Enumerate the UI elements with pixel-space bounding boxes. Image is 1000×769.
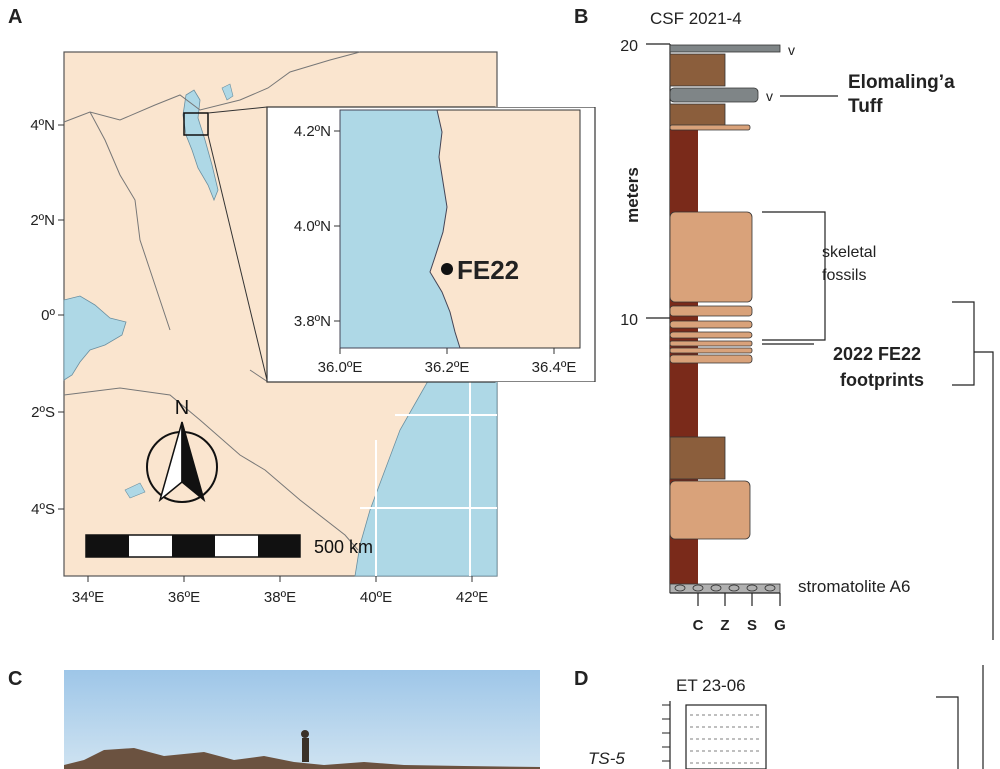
inset-leader-line: [207, 106, 268, 114]
inset-lat-label: 3.8ºN: [294, 313, 331, 330]
scale-bar: 500 km: [85, 534, 373, 558]
section-d-title: ET 23-06: [676, 676, 746, 695]
sandstone-bed: [669, 320, 753, 329]
panel-label-c: C: [8, 668, 23, 690]
inset-lat-label: 4.2ºN: [294, 123, 331, 140]
lake-victoria: [63, 295, 127, 381]
country-borders: [63, 51, 361, 551]
section-d-bracket: [936, 696, 959, 769]
person-figure: [302, 738, 309, 762]
sandstone-bed: [669, 340, 753, 347]
lake-small: [221, 83, 234, 101]
ocean-grid: [360, 345, 497, 576]
inset-lat-labels: 4.2ºN 4.0ºN 3.8ºN: [294, 123, 331, 330]
lat-labels: 4ºN 2ºN 0º 2ºS 4ºS: [30, 117, 55, 518]
lat-label: 4ºS: [31, 501, 55, 518]
grain-label: G: [774, 617, 786, 634]
siltstone-bed: [669, 53, 726, 87]
inset-leader-line: [207, 134, 268, 381]
footprints-label: 2022 FE22: [833, 344, 921, 364]
inset-lon-label: 36.2ºE: [425, 359, 470, 376]
site-marker-icon: [441, 263, 453, 275]
sandstone-bed: [669, 305, 753, 317]
fossils-label: fossils: [822, 267, 866, 284]
tuff-label: Tuff: [848, 96, 883, 117]
sandstone-bed: [669, 354, 753, 364]
lat-label: 2ºN: [30, 212, 55, 229]
grain-ticks: [697, 593, 781, 606]
section-d-label: TS-5: [588, 749, 625, 768]
correlation-line: [974, 351, 994, 640]
lat-ticks: [58, 124, 64, 510]
inset-lon-label: 36.0ºE: [318, 359, 363, 376]
lon-label: 38ºE: [264, 589, 296, 606]
lon-label: 40ºE: [360, 589, 392, 606]
grain-labels: C Z S G: [693, 617, 786, 634]
section-d-ticks: [662, 704, 670, 762]
panel-label-b: B: [574, 6, 589, 28]
north-label: N: [175, 397, 189, 419]
inset-lat-label: 4.0ºN: [294, 218, 331, 235]
tuff-bed: [669, 87, 759, 103]
stromatolite-pattern: [674, 584, 776, 592]
axis-label: meters: [623, 167, 642, 223]
lat-label: 0º: [41, 307, 55, 324]
tick-label: 10: [620, 312, 638, 329]
scale-label: 500 km: [314, 537, 373, 557]
sandstone-bed: [669, 331, 753, 339]
grain-label: C: [693, 617, 704, 634]
inset-locator: [183, 112, 209, 136]
siltstone-bed: [669, 436, 726, 480]
stromatolite-bed: [669, 583, 781, 594]
base-label: stromatolite A6: [798, 577, 910, 596]
volcanic-mark: v: [766, 88, 773, 104]
section-title: CSF 2021-4: [650, 9, 742, 28]
lon-ticks: [87, 576, 473, 582]
sandstone-bed: [669, 347, 753, 354]
sandstone-bed: [669, 211, 753, 303]
fossils-bracket: [762, 211, 826, 341]
inset-lon-label: 36.4ºE: [532, 359, 577, 376]
lake-turkana: [182, 89, 219, 202]
tuff-label: Elomaling’a: [848, 72, 955, 93]
lat-label: 2ºS: [31, 404, 55, 421]
panel-label-d: D: [574, 668, 589, 690]
lon-label: 36ºE: [168, 589, 200, 606]
site-label: FE22: [457, 255, 519, 285]
volcanic-mark: v: [788, 42, 795, 58]
inset-lake: [339, 109, 461, 349]
sandstone-bed: [669, 480, 751, 540]
grain-label: Z: [720, 617, 729, 634]
footprints-label: footprints: [840, 370, 924, 390]
field-photo: [64, 670, 540, 769]
grain-label: S: [747, 617, 757, 634]
tuff-bed: [669, 44, 781, 53]
panel-label-a: A: [8, 6, 23, 28]
section-d-bed: [685, 704, 767, 769]
lon-label: 42ºE: [456, 589, 488, 606]
inset-detail: FE22 4.2ºN 4.0ºN 3.8ºN 36.0ºE 36.2ºE 36.…: [267, 107, 596, 382]
section-b: CSF 2021-4 meters 20 10 v v Elomaling’a …: [620, 9, 994, 640]
section-d: ET 23-06 TS-5: [588, 665, 984, 769]
lon-label: 34ºE: [72, 589, 104, 606]
inset-lon-ticks: [339, 348, 555, 354]
photo-scene: [64, 670, 540, 769]
section-d-pattern: [690, 714, 762, 764]
fossils-label: skeletal: [822, 244, 876, 261]
lake-small: [124, 482, 146, 499]
siltstone-bed: [669, 103, 726, 127]
inset-lon-labels: 36.0ºE 36.2ºE 36.4ºE: [318, 359, 577, 376]
sandstone-bed: [669, 124, 751, 131]
inset-lat-ticks: [334, 130, 340, 322]
tick-label: 20: [620, 38, 638, 55]
lat-label: 4ºN: [30, 117, 55, 134]
north-arrow-icon: N: [146, 397, 218, 503]
lon-labels: 34ºE 36ºE 38ºE 40ºE 42ºE: [72, 589, 488, 606]
footprints-bracket: [952, 301, 975, 386]
